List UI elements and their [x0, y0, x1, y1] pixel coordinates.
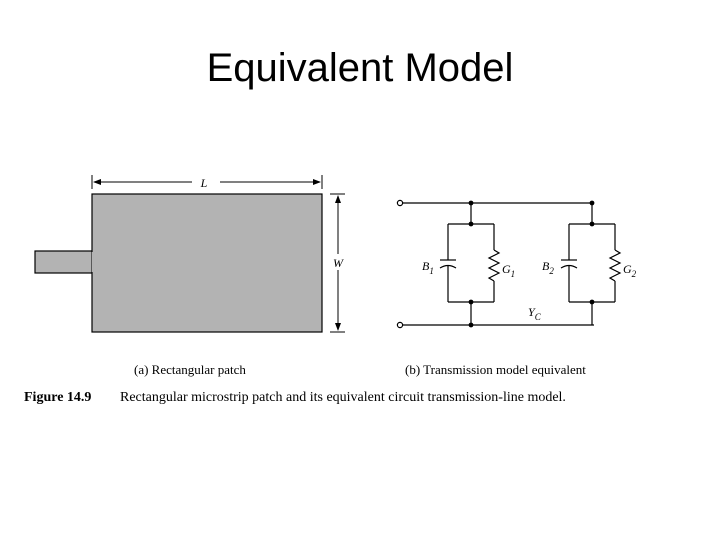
- figure-number: Figure 14.9: [24, 390, 92, 405]
- yc-label: YC: [528, 305, 542, 322]
- input-terminal-top: [396, 199, 404, 207]
- patch-width-label: W: [333, 256, 344, 270]
- transmission-line-circuit: [396, 199, 622, 329]
- patch-length-label: L: [200, 176, 208, 190]
- resistor-g2: [608, 224, 622, 302]
- b2-label: B2: [542, 259, 554, 276]
- width-dimension: [330, 193, 345, 333]
- figure-caption: Figure 14.9 Rectangular microstrip patch …: [24, 389, 566, 407]
- patch-caption: (a) Rectangular patch: [134, 362, 246, 377]
- length-dimension: [91, 175, 323, 189]
- slide-title: Equivalent Model: [206, 46, 514, 90]
- input-terminal-bottom: [396, 321, 404, 329]
- rectangular-patch-drawing: L W: [34, 175, 345, 333]
- capacitor-b2: [560, 224, 578, 302]
- circuit-caption: (b) Transmission model equivalent: [405, 362, 586, 377]
- b1-label: B1: [422, 259, 434, 276]
- patch-body: [91, 193, 323, 333]
- resistor-g1: [487, 224, 501, 302]
- figure-text: Rectangular microstrip patch and its equ…: [120, 390, 566, 405]
- capacitor-b1: [439, 224, 457, 302]
- g1-label: G1: [502, 262, 515, 279]
- feed-line: [34, 250, 94, 274]
- g2-label: G2: [623, 262, 637, 279]
